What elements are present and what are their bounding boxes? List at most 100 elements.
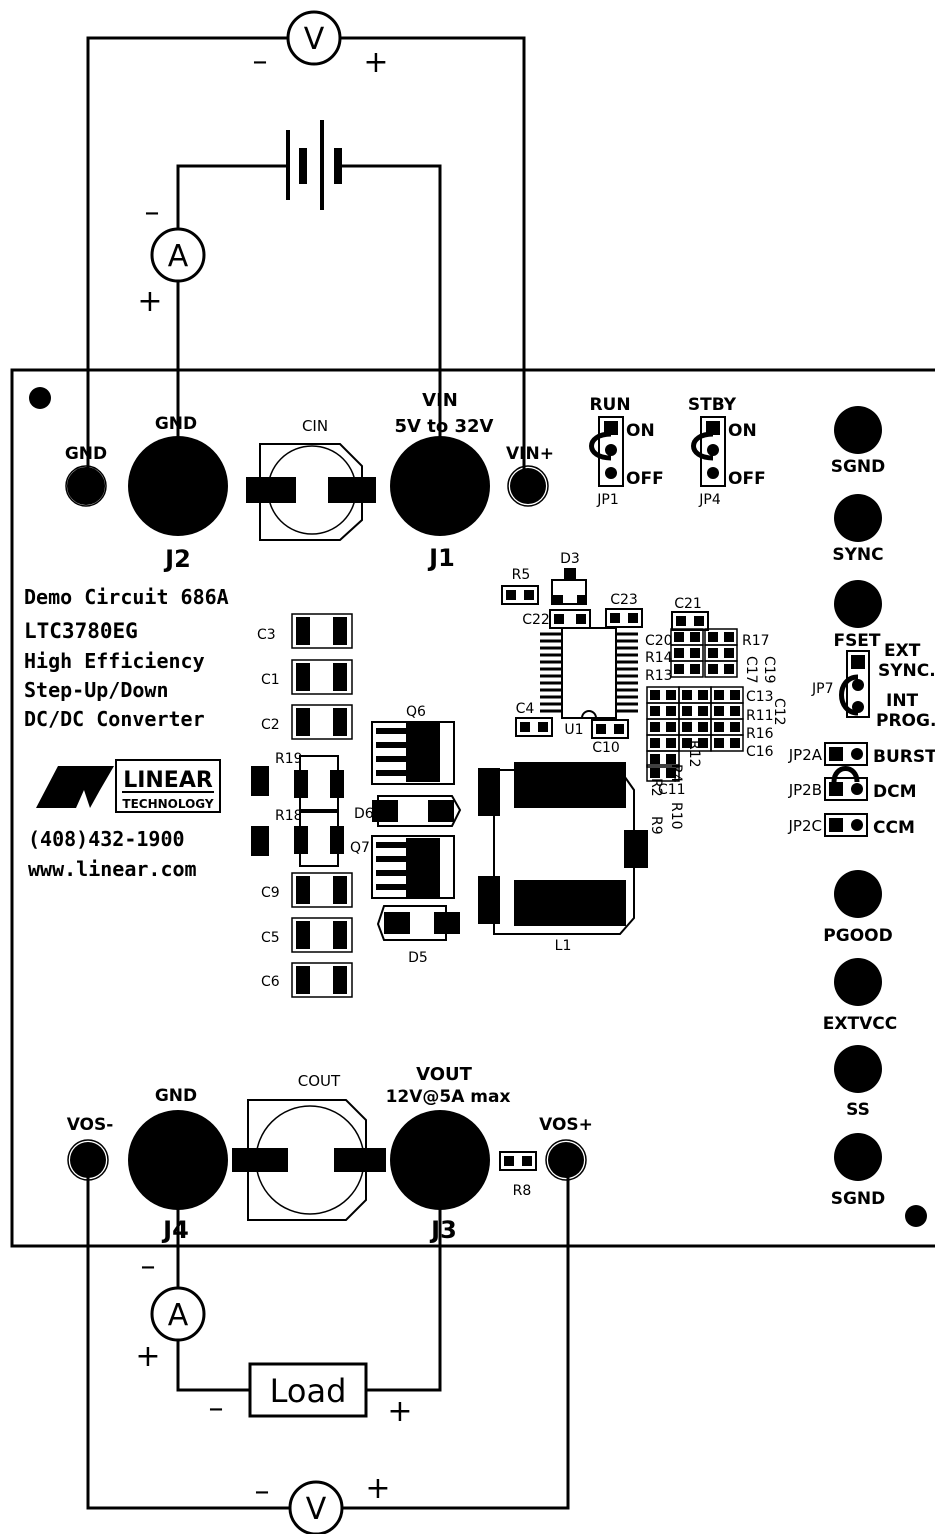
run-on-label: ON [626,421,655,441]
jp1-label: JP1 [596,492,618,508]
cout-label: COUT [298,1072,341,1090]
ext-sync-label: SYNC. [878,661,935,681]
battery-to-j1-wire [340,164,442,485]
jp2b-label: JP2B [788,781,822,799]
j1-label: J1 [427,544,455,572]
cin-label: CIN [302,417,328,435]
ss-label: SS [846,1100,870,1120]
vos-plus-label: VOS+ [539,1115,593,1135]
linear-technology-logo: LINEAR TECHNOLOGY [36,759,221,813]
bottom-ammeter-plus: + [135,1339,160,1374]
sgnd-turret-top [834,406,882,454]
bottom-voltmeter-wire-right [342,1160,570,1510]
vos-minus-label: VOS- [67,1115,114,1135]
r19-label: R19 [275,751,303,767]
top-voltmeter-letter: V [304,22,325,57]
top-ammeter: A – + [137,195,206,319]
logo-technology-text: TECHNOLOGY [122,797,213,811]
q7-label: Q7 [350,840,370,856]
u1-label: U1 [564,722,583,738]
d6-label: D6 [354,806,374,822]
c11-label: C11 [658,782,686,798]
description-line-3: DC/DC Converter [24,707,205,731]
bottom-voltmeter-letter: V [306,1492,327,1527]
c13-label: C13 [746,689,774,705]
c16-label: C16 [746,744,774,760]
bottom-voltmeter-wire-left [86,1160,290,1510]
c19-label: C19 [761,656,777,684]
bottom-ammeter-letter: A [168,1298,189,1333]
j3-label: J3 [429,1216,457,1244]
stby-on-label: ON [728,421,757,441]
c10-label: C10 [592,740,620,756]
gnd-turret-label: GND [65,444,107,464]
stby-off-label: OFF [728,469,766,489]
board-description: Demo Circuit 686A LTC3780EG High Efficie… [24,585,229,731]
gnd-turret-top [67,467,105,505]
bottom-ammeter: A – + [135,1249,206,1374]
pgood-turret [834,870,882,918]
c2-label: C2 [261,717,280,733]
r17-label: R17 [742,633,770,649]
top-ammeter-to-battery-wire [176,164,286,230]
jp7-label: JP7 [811,681,833,697]
controller-section: R5 D3 C23 C21 C22 [501,551,787,835]
board-outline [10,368,935,1248]
vos-plus-turret [548,1142,584,1178]
r10-label: R10 [668,802,684,830]
burst-label: BURST [873,747,935,767]
j2-gnd-label: GND [155,414,197,434]
bottom-voltmeter-plus: + [365,1471,390,1506]
bottom-wiring [86,1160,570,1510]
load-minus: – [209,1391,224,1426]
c6-label: C6 [261,974,280,990]
c17-label: C17 [743,656,759,684]
vout-spec-label: 12V@5A max [386,1087,511,1107]
jp2-mode-jumper[interactable]: JP2A BURST JP2B DCM JP2C CCM [788,742,935,838]
cout-capacitor: COUT [232,1072,386,1221]
j1-banana-jack [390,436,490,536]
mounting-hole-bottom-right [905,1205,927,1227]
int-prog-label: PROG. [876,711,935,731]
sgnd-bottom-label: SGND [831,1189,886,1209]
top-voltmeter-wire-left [86,36,288,485]
l1-label: L1 [555,938,572,954]
r11-label: R11 [746,708,774,724]
dcm-label: DCM [873,782,917,802]
passive-grid [650,632,740,778]
jp7-jumper[interactable]: EXT SYNC. INT PROG. JP7 [811,641,935,731]
r9-label: R9 [648,816,664,835]
load-label: Load [270,1372,347,1410]
load-plus: + [387,1394,412,1429]
top-voltmeter: V – + [253,10,389,80]
battery-icon [286,120,342,210]
r13-label: R13 [645,668,673,684]
fset-turret [834,580,882,628]
bottom-voltmeter-minus: – [255,1474,270,1509]
u1-ic [540,627,638,719]
extvcc-turret [834,958,882,1006]
r16-label: R16 [746,726,774,742]
j2-banana-jack [128,436,228,536]
top-voltmeter-wire-right [340,36,526,485]
sgnd-top-label: SGND [831,457,886,477]
stby-jumper-jp4[interactable]: STBY ON OFF JP4 [688,395,766,508]
demo-circuit-label: Demo Circuit 686A [24,585,229,609]
run-jumper-jp1[interactable]: RUN ON OFF JP1 [589,395,664,508]
j2-label: J2 [163,545,191,573]
sgnd-turret-bottom [834,1133,882,1181]
ss-turret [834,1045,882,1093]
ext-label: EXT [884,641,921,661]
bottom-ammeter-to-load-wire [176,1338,250,1392]
d5-label: D5 [408,950,428,966]
c3-label: C3 [257,627,276,643]
d3-label: D3 [560,551,580,567]
logo-linear-text: LINEAR [123,768,213,793]
int-label: INT [886,691,919,711]
stby-label: STBY [688,395,737,415]
c12-label: C12 [771,698,787,726]
top-ammeter-plus: + [137,284,162,319]
r2-label: R2 [648,778,664,797]
c22-label: C22 [522,612,550,628]
sync-turret [834,494,882,542]
